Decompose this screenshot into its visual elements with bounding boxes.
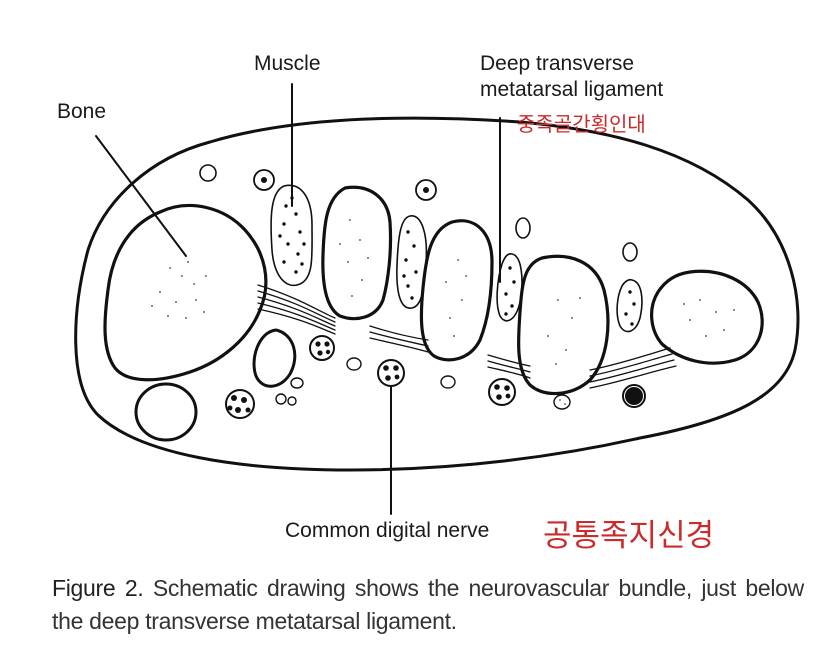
neurovascular-bundles — [225, 335, 646, 419]
figure-id: Figure 2. — [52, 575, 144, 601]
bundle-dots — [227, 341, 643, 413]
label-muscle: Muscle — [254, 52, 321, 75]
muscle-2 — [396, 215, 428, 309]
muscle-dots — [278, 196, 636, 326]
bone-second — [321, 185, 393, 321]
label-nerve: Common digital nerve — [285, 519, 490, 542]
vessel-dorsal-5 — [622, 242, 638, 262]
plantar-vessels — [275, 357, 571, 410]
plantar-bone — [252, 328, 297, 388]
vessel-dorsal-2 — [253, 169, 275, 191]
label-bone: Bone — [57, 100, 107, 123]
label-nerve-korean: 공통족지신경 — [543, 518, 715, 554]
caption-text: Schematic drawing shows the neurovascula… — [52, 575, 804, 634]
leader-lines — [95, 83, 501, 515]
foot-cross-section-diagram — [74, 83, 800, 515]
bone-third — [419, 219, 494, 362]
bone-fourth — [516, 254, 610, 396]
vessel-dorsal-1 — [199, 164, 217, 182]
bone-stippling — [151, 219, 735, 365]
label-ligament-line2: metatarsal ligament — [480, 78, 664, 101]
skin-outline — [74, 116, 800, 472]
vessel-dorsal-3 — [415, 179, 437, 201]
bone-fifth — [650, 269, 764, 365]
muscle-3 — [496, 253, 523, 322]
bone-first — [103, 203, 268, 382]
muscle-4 — [616, 278, 643, 333]
sesamoid — [134, 382, 198, 442]
muscle-1 — [270, 184, 313, 287]
label-ligament-korean: 중족골간횡인대 — [517, 112, 646, 136]
vessel-dorsal-4 — [515, 217, 531, 239]
figure-caption: Figure 2. Schematic drawing shows the ne… — [52, 572, 804, 638]
label-ligament-line1: Deep transverse — [480, 52, 635, 75]
